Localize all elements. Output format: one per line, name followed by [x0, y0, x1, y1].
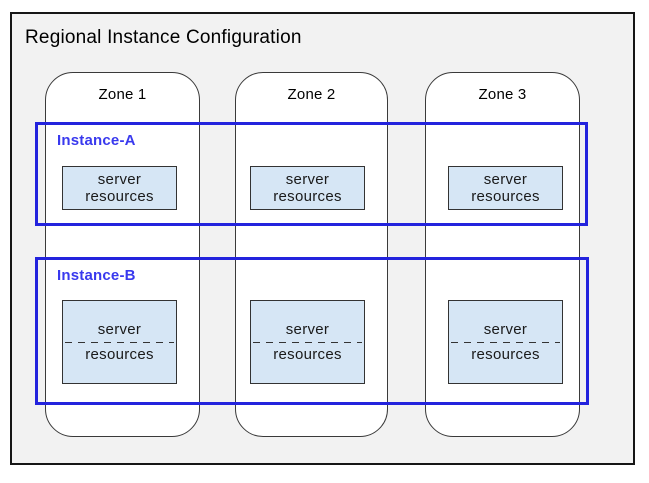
zone-label: Zone 1	[98, 86, 147, 103]
resource-line-1: server	[483, 171, 528, 188]
zone-label: Zone 3	[478, 86, 527, 103]
resource-line-1: server	[285, 321, 330, 338]
server-resources-box-b3: server resources	[448, 300, 563, 384]
server-resources-box-b1: server resources	[62, 300, 177, 384]
resource-line-1: server	[97, 321, 142, 338]
resource-line-1: server	[285, 171, 330, 188]
resource-line-1: server	[483, 321, 528, 338]
zone-label: Zone 2	[287, 86, 336, 103]
region-container: Regional Instance Configuration Zone 1 Z…	[10, 12, 635, 465]
resource-line-2: resources	[85, 346, 154, 363]
instance-b-label: Instance-B	[57, 267, 136, 284]
resource-line-2: resources	[471, 188, 540, 205]
dashed-divider	[65, 342, 174, 343]
instance-b-boundary: Instance-B	[35, 257, 589, 405]
instance-a-boundary: Instance-A	[35, 122, 588, 226]
dashed-divider	[451, 342, 560, 343]
resource-line-1: server	[97, 171, 142, 188]
diagram-title: Regional Instance Configuration	[25, 27, 302, 48]
instance-a-label: Instance-A	[57, 132, 136, 149]
dashed-divider	[253, 342, 362, 343]
resource-line-2: resources	[85, 188, 154, 205]
resource-line-2: resources	[273, 346, 342, 363]
resource-line-2: resources	[471, 346, 540, 363]
server-resources-box-a2: server resources	[250, 166, 365, 210]
server-resources-box-a3: server resources	[448, 166, 563, 210]
server-resources-box-b2: server resources	[250, 300, 365, 384]
resource-line-2: resources	[273, 188, 342, 205]
server-resources-box-a1: server resources	[62, 166, 177, 210]
